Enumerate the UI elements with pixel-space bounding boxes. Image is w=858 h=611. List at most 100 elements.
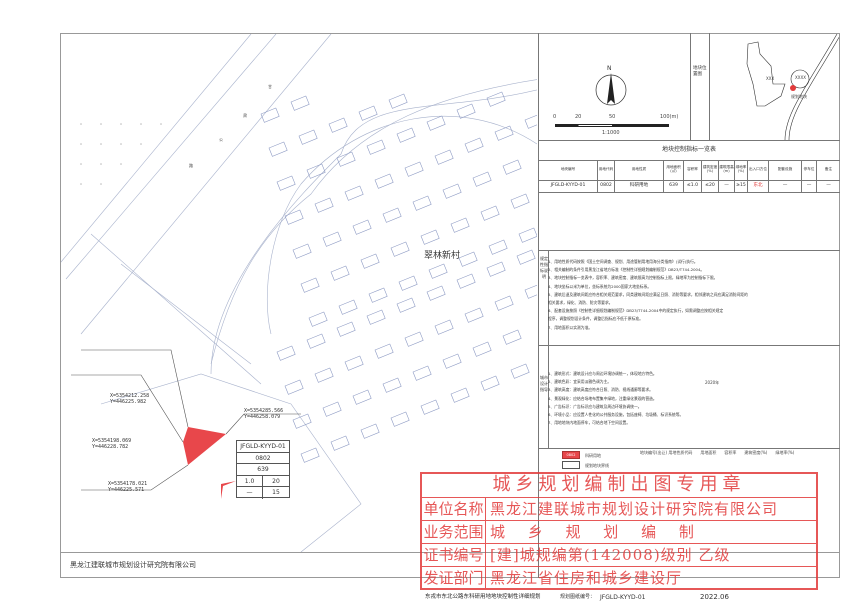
house: [330, 435, 350, 451]
house: [276, 345, 296, 361]
scale-tick: 0: [553, 114, 557, 120]
parcel-polygon: [183, 427, 226, 465]
house: [428, 263, 448, 279]
house: [480, 375, 500, 391]
house: [524, 113, 537, 129]
stamp-row-label: 发证部门: [422, 567, 486, 588]
house: [464, 307, 484, 323]
house: [360, 253, 380, 269]
house: [260, 107, 280, 123]
house: [374, 343, 394, 359]
table-header: 用地性质: [614, 160, 663, 180]
scale-ratio: 1:1000: [602, 130, 620, 136]
house: [322, 231, 342, 247]
tree-dots: [80, 123, 162, 185]
house: [368, 287, 388, 303]
house: [524, 283, 537, 299]
house: [412, 195, 432, 211]
scale-tick: 100(m): [660, 114, 679, 120]
house: [314, 197, 334, 213]
info-panel: [538, 33, 840, 578]
parcel-tag-area: 639: [237, 464, 289, 476]
stamp-title: 城乡规划编制出图专用章: [492, 474, 746, 495]
site-marker: [790, 85, 796, 91]
house: [344, 355, 364, 371]
table-cell: —: [768, 180, 801, 192]
stamp-row-label: 单位名称: [422, 498, 486, 520]
drawing-no: JFGLD-KYYD-01: [600, 594, 646, 601]
notes-control: 1、用地性质代码按照《国土空间调查、规划、用途管制用地用海分类指南》(试行)执行…: [548, 259, 748, 330]
house: [382, 377, 402, 393]
table-cell: ≤1.0: [683, 180, 701, 192]
house: [290, 95, 310, 111]
legend-label: 规划地块界线: [585, 463, 609, 468]
table-header: 配套设施: [768, 160, 801, 180]
drawing-frame: [60, 33, 840, 553]
project-title: 东戎市东北公路东科研用地地块控制性详细规划: [425, 594, 541, 600]
house: [442, 353, 462, 369]
house: [458, 251, 478, 267]
planning-stamp: 城乡规划编制出图专用章 单位名称黑龙江建联城市规划设计研究院有限公司 业务范围城…: [420, 472, 818, 590]
table-header: 出入口方位: [747, 160, 768, 180]
house: [488, 239, 508, 255]
scale-bar: [555, 124, 669, 127]
table-header: 建筑限高(m): [718, 160, 734, 180]
footer-company: 黑龙江建联城市规划设计研究院有限公司: [70, 561, 196, 569]
table-header: 停车位: [801, 160, 816, 180]
table-cell: JFGLD-KYYD-01: [538, 180, 597, 192]
village-label: 翠林新村: [424, 251, 461, 261]
house: [268, 141, 288, 157]
north-arrow-marker: [221, 481, 236, 499]
drawing-date: 2022.06: [700, 593, 729, 601]
table-cell: —: [816, 180, 840, 192]
house: [516, 249, 536, 265]
house: [306, 333, 326, 349]
table-cell: ≤20: [701, 180, 718, 192]
house: [510, 193, 530, 209]
table-header: 用地面积(㎡): [663, 160, 683, 180]
scale-tick: 50: [609, 114, 616, 120]
notes-control-label: 规定性指标说明: [540, 256, 548, 279]
stamp-row: 业务范围城 乡 规 划 编 制: [422, 520, 816, 543]
parcel-tag-green: 15: [272, 489, 280, 497]
house: [426, 115, 446, 131]
house: [300, 277, 320, 293]
house: [426, 285, 446, 301]
house: [366, 309, 386, 325]
house: [472, 341, 492, 357]
house: [292, 413, 312, 429]
house: [308, 311, 328, 327]
house: [398, 275, 418, 291]
house: [306, 163, 326, 179]
table-header: 备注: [816, 160, 840, 180]
stamp-row-value: [建]城规编第(142008)级别 乙级: [490, 546, 731, 564]
house: [322, 401, 342, 417]
house: [404, 331, 424, 347]
coord-leader-lines: [71, 349, 301, 491]
house: [330, 265, 350, 281]
location-map-label: 地块位置图: [693, 66, 707, 77]
house: [276, 175, 296, 191]
title-strip: [60, 553, 840, 578]
stamp-row: 单位名称黑龙江建联城市规划设计研究院有限公司: [422, 497, 816, 520]
road-label: 肃: [243, 113, 247, 118]
stamp-row-label: 证书编号: [422, 544, 486, 566]
house: [314, 367, 334, 383]
site-map: [61, 34, 537, 552]
house: [374, 173, 394, 189]
stamp-row: 发证部门黑龙江省住房和城乡建设厅: [422, 566, 816, 588]
house: [352, 389, 372, 405]
road-label: 公: [219, 137, 223, 142]
legend-swatch: 0802: [562, 451, 580, 459]
house: [510, 363, 530, 379]
house: [300, 447, 320, 463]
house: [358, 105, 378, 121]
table-cell: ≥15: [734, 180, 747, 192]
village-houses: [260, 91, 537, 463]
house: [456, 103, 476, 119]
table-cell: —: [718, 180, 734, 192]
house: [502, 159, 522, 175]
house: [502, 329, 522, 345]
